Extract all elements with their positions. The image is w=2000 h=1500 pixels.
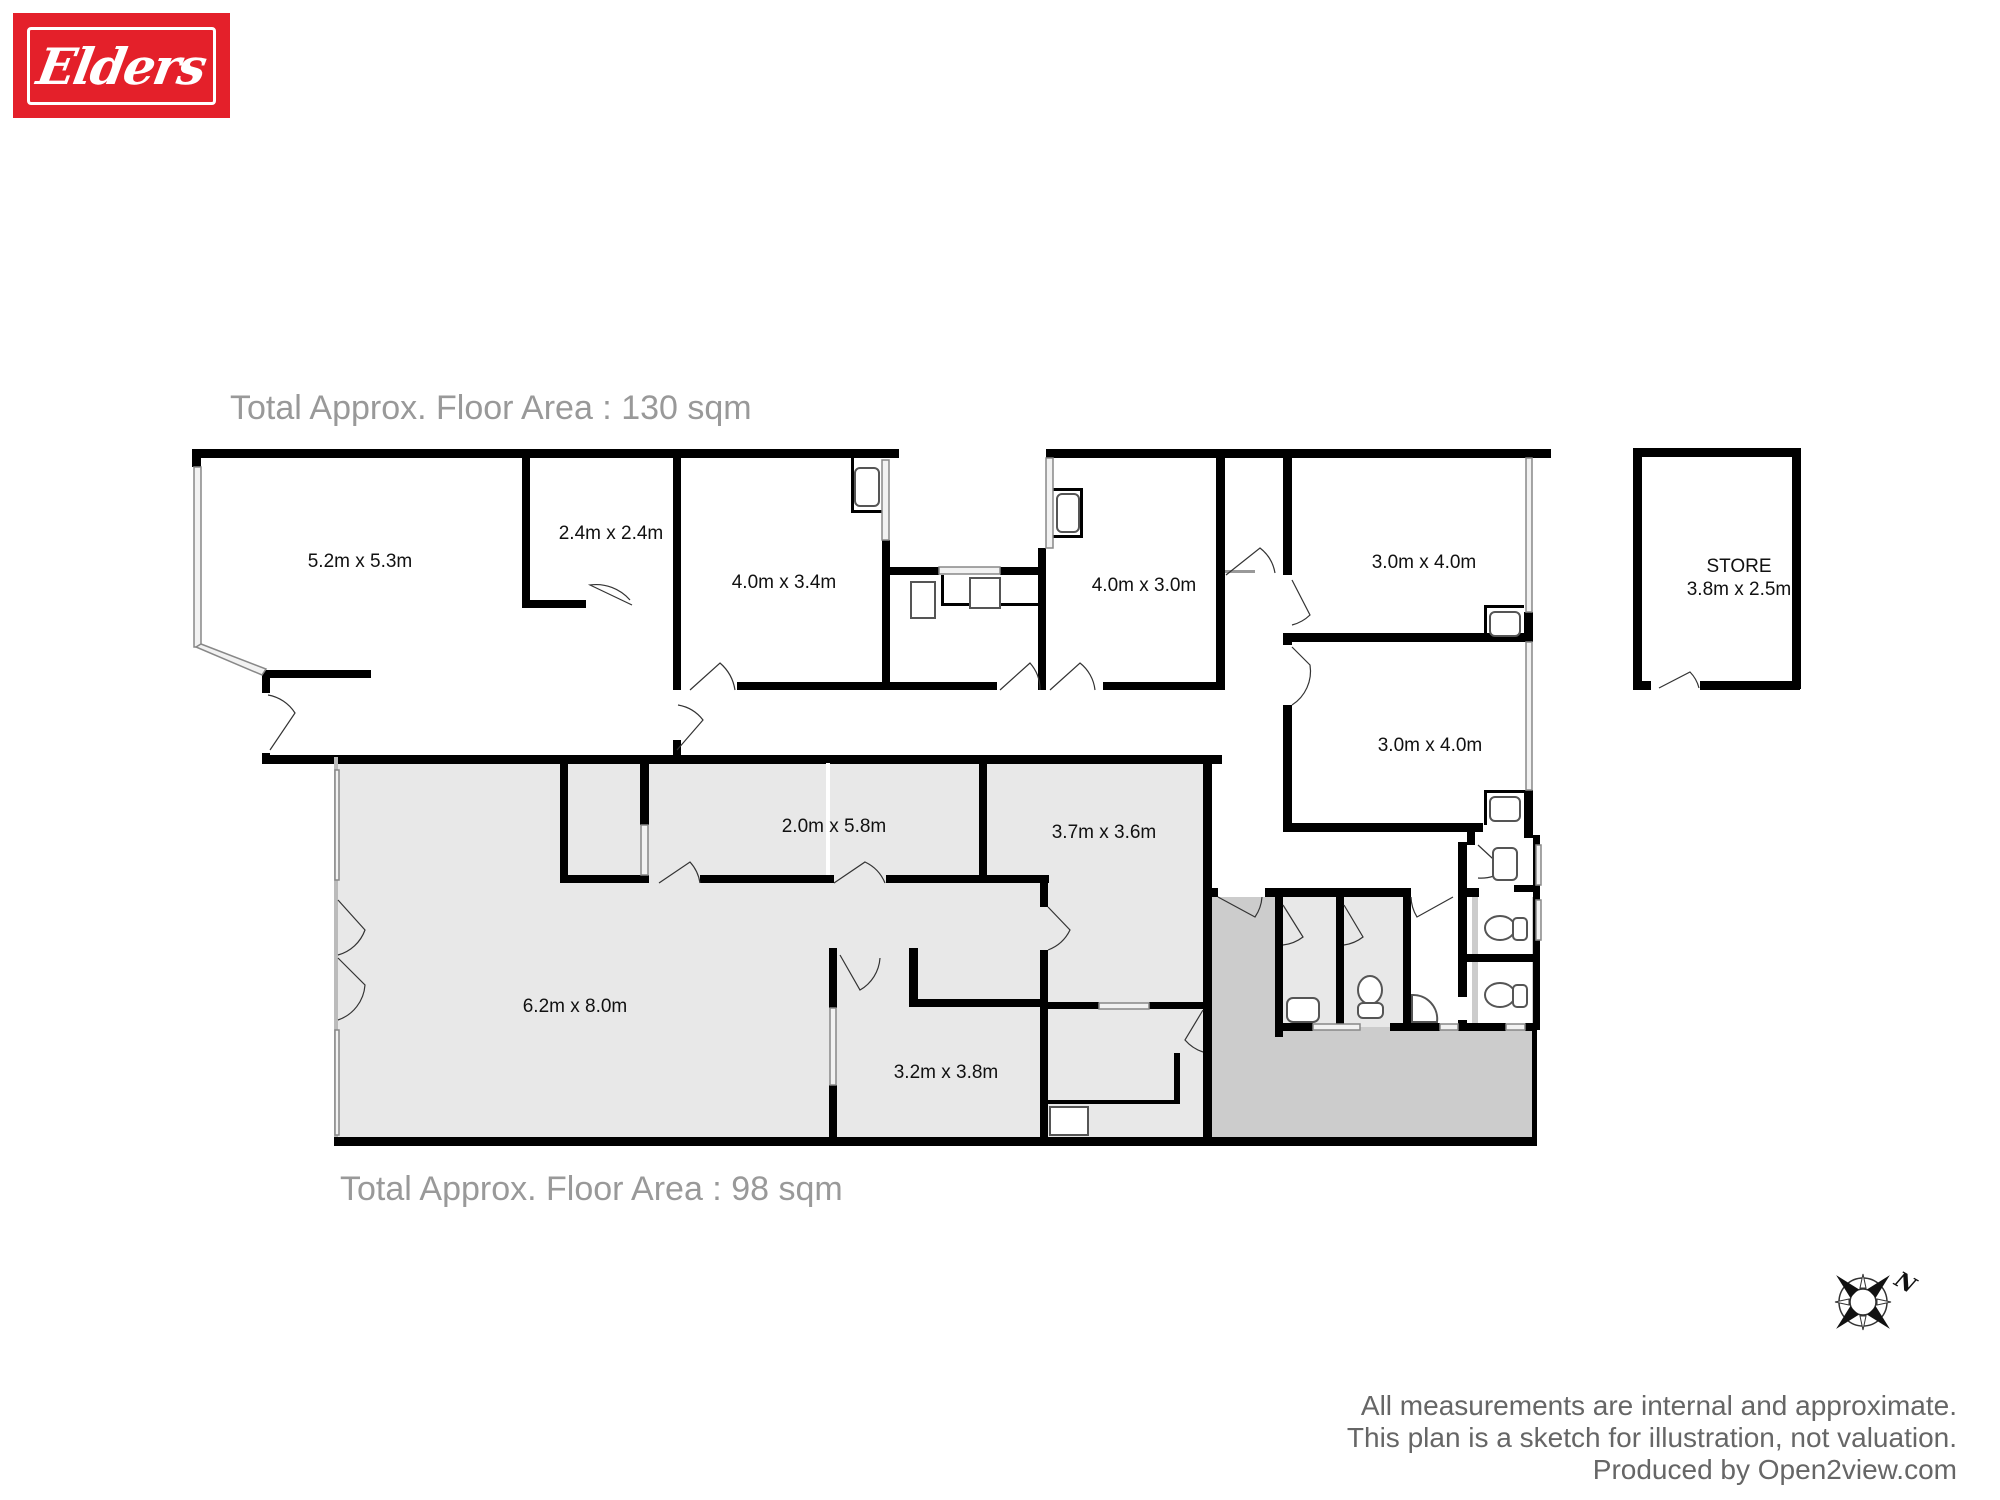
toilet-icon: [1484, 915, 1516, 941]
disclaimer-line: Produced by Open2view.com: [1592, 1454, 1957, 1485]
north-label: N: [1889, 1266, 1921, 1300]
room-labels: 5.2m x 5.3m 2.4m x 2.4m 4.0m x 3.4m 4.0m…: [308, 523, 1792, 1083]
store-title: STORE: [1706, 556, 1771, 577]
sink-icon: [1056, 493, 1080, 533]
room-label: 3.2m x 3.8m: [894, 1062, 999, 1083]
sink-icon: [1489, 796, 1521, 822]
fan-icon: [910, 581, 936, 619]
compass-rose-icon: [1834, 1273, 1892, 1331]
sink-icon: [1492, 847, 1518, 881]
room-label: 2.4m x 2.4m: [559, 523, 664, 544]
disclaimer-line: All measurements are internal and approx…: [1360, 1390, 1957, 1421]
laundry-sink-icon: [969, 577, 1001, 609]
room-label: 3.7m x 3.6m: [1052, 822, 1157, 843]
room-label: 2.0m x 5.8m: [782, 816, 887, 837]
floor-area-bottom-label: Total Approx. Floor Area : 98 sqm: [340, 1170, 843, 1208]
room-label: 6.2m x 8.0m: [523, 996, 628, 1017]
disclaimer: All measurements are internal and approx…: [1347, 1390, 1957, 1486]
disclaimer-line: This plan is a sketch for illustration, …: [1346, 1422, 1957, 1453]
sink-icon: [1049, 1106, 1089, 1136]
walls: [192, 448, 1801, 1146]
elders-logo: Elders: [13, 13, 230, 118]
room-label: 3.0m x 4.0m: [1372, 552, 1477, 573]
sink-icon: [1286, 997, 1320, 1023]
toilet-icon: [1484, 982, 1516, 1008]
floor-area-top-label: Total Approx. Floor Area : 130 sqm: [230, 389, 752, 427]
toilet-icon: [1357, 975, 1383, 1005]
floor-fills: [336, 763, 1536, 1138]
room-label: 3.0m x 4.0m: [1378, 735, 1483, 756]
store-label: 3.8m x 2.5m: [1687, 579, 1792, 600]
sink-icon: [1489, 611, 1521, 637]
room-label: 4.0m x 3.4m: [732, 572, 837, 593]
windows: [193, 457, 1542, 1136]
room-label: 5.2m x 5.3m: [308, 551, 413, 572]
fixtures: [854, 467, 1528, 1136]
sink-icon: [854, 467, 880, 507]
logo-border: Elders: [27, 27, 216, 105]
doors: [267, 547, 1700, 1053]
room-label: 4.0m x 3.0m: [1092, 575, 1197, 596]
shower-icon: [1411, 993, 1439, 1023]
